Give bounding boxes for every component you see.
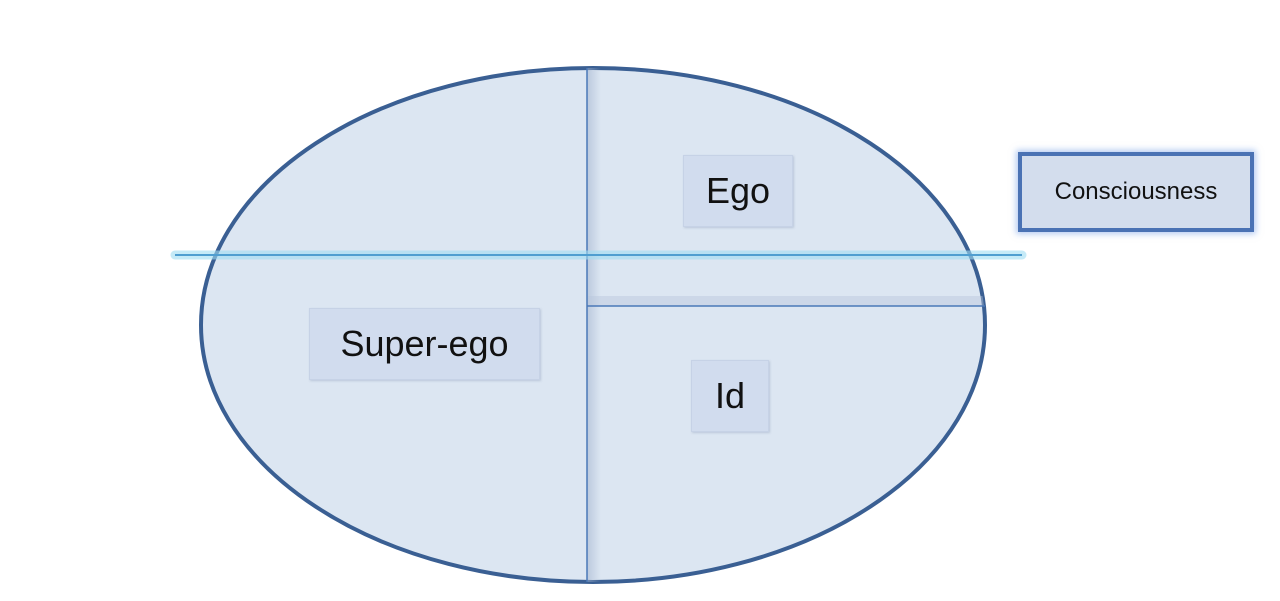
superego-label: Super-ego (309, 308, 540, 380)
ego-region-shading (587, 296, 985, 306)
right-region-shading (587, 68, 601, 582)
id-label: Id (691, 360, 769, 432)
consciousness-label-box: Consciousness (1018, 152, 1254, 232)
ego-label: Ego (683, 155, 793, 227)
consciousness-label: Consciousness (1054, 178, 1218, 205)
